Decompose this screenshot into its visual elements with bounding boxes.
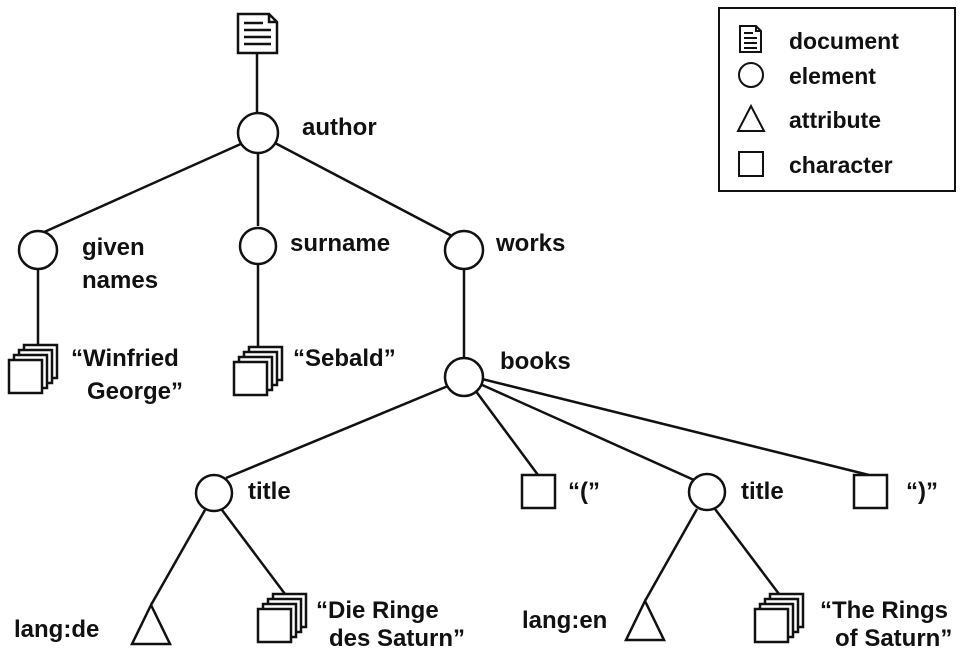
edge-books-title1 <box>225 384 449 480</box>
edge-title1-langde <box>149 509 207 606</box>
label-title-2: title <box>741 478 784 505</box>
label-surname: surname <box>290 230 390 257</box>
label-books: books <box>500 348 571 375</box>
label-lang-en: lang:en <box>522 607 607 634</box>
edge-books-openparen <box>473 389 540 476</box>
label-given-names-line2: names <box>82 267 158 294</box>
element-node-title-2 <box>687 472 727 512</box>
edge-author-works <box>274 141 453 238</box>
element-node-title-1 <box>194 473 234 513</box>
element-node-books <box>443 356 485 398</box>
legend-label-character: character <box>789 152 893 178</box>
label-die-ringe-line2: des Saturn” <box>329 625 465 652</box>
character-node-open-paren <box>520 473 557 510</box>
edge-books-closeparen <box>481 377 870 477</box>
attribute-node-lang-de <box>130 602 172 646</box>
label-sebald: “Sebald” <box>293 345 396 372</box>
legend-element-icon <box>738 62 764 88</box>
label-works: works <box>495 230 565 257</box>
character-stack-winfried <box>7 343 59 395</box>
element-node-surname <box>238 226 278 266</box>
label-lang-de: lang:de <box>14 616 99 643</box>
legend-attribute-icon <box>736 103 766 132</box>
element-node-author <box>236 111 280 155</box>
label-open-paren: “(” <box>568 478 600 505</box>
label-winfried-line1: “Winfried <box>71 345 179 372</box>
label-given-names-line1: given <box>82 234 145 261</box>
label-close-paren: “)” <box>906 478 938 505</box>
label-die-ringe-line1: “Die Ringe <box>316 597 439 624</box>
character-stack-die-ringe <box>256 592 308 644</box>
element-node-given-names <box>17 229 59 271</box>
edge-title1-char <box>221 509 286 595</box>
character-stack-rings <box>753 592 805 644</box>
edge-author-given <box>41 141 244 235</box>
character-stack-sebald <box>232 345 284 397</box>
edge-title2-char <box>714 508 780 595</box>
edge-books-title2 <box>479 382 695 482</box>
label-rings-line2: of Saturn” <box>835 625 952 652</box>
element-node-works <box>443 229 485 271</box>
legend: document element attribute character <box>718 7 956 192</box>
label-rings-line1: “The Rings <box>820 597 948 624</box>
legend-character-icon <box>738 151 764 177</box>
legend-label-element: element <box>789 63 876 89</box>
document-icon <box>236 12 279 55</box>
label-author: author <box>302 114 377 141</box>
attribute-node-lang-en <box>624 598 666 642</box>
legend-document-icon <box>739 25 762 53</box>
label-winfried-line2: George” <box>87 378 183 405</box>
legend-label-document: document <box>789 28 899 54</box>
tree-edges <box>36 54 870 606</box>
character-node-close-paren <box>852 473 889 510</box>
edge-title2-langen <box>643 508 699 602</box>
legend-label-attribute: attribute <box>789 107 881 133</box>
label-title-1: title <box>248 478 291 505</box>
